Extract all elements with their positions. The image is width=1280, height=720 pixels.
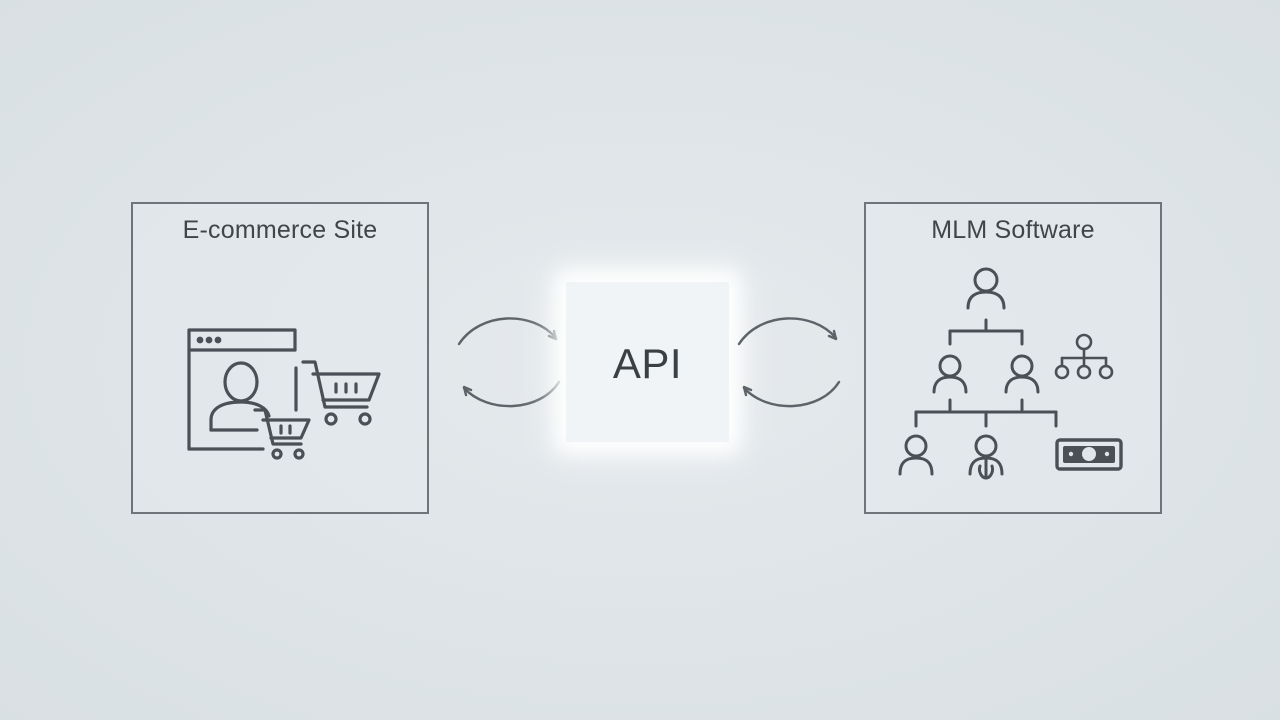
exchange-arrows-left-icon [457,317,561,408]
money-bill-icon [1055,438,1123,471]
shopping-cart-icon [301,360,381,426]
api-label: API [612,340,683,387]
network-hierarchy-icon [1054,333,1114,380]
api-box: API [566,282,729,442]
mlm-illustration [898,267,1123,480]
ecommerce-title: E-commerce Site [182,216,378,244]
org-tree-icon [898,267,1058,480]
shopping-cart-small-icon [253,408,311,460]
exchange-arrows-right-icon [737,317,841,408]
ecommerce-panel: E-commerce Site [131,202,429,514]
browser-window-icon [187,328,297,451]
mlm-title: MLM Software [931,216,1095,244]
ecommerce-illustration [187,328,381,460]
user-icon [209,361,271,432]
mlm-panel: MLM Software [864,202,1162,514]
